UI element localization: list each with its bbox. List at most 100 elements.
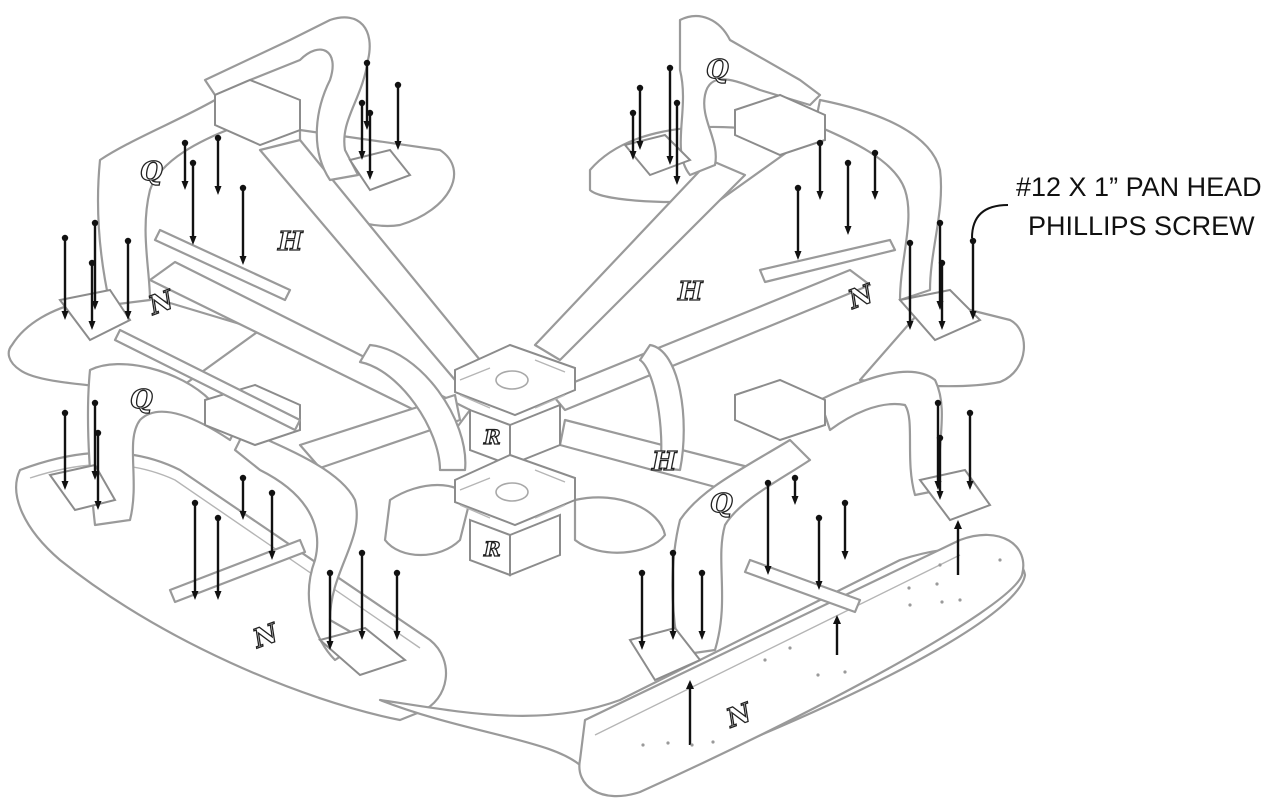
screw-tip [394, 141, 402, 150]
screw-head [181, 139, 189, 147]
screw-tip [393, 631, 401, 640]
center-hub-upper [454, 343, 576, 467]
screw-tip [791, 496, 799, 505]
screw-head [124, 237, 132, 245]
screw-tip [833, 615, 841, 624]
screw-tip [669, 631, 677, 640]
part-letter-h: H [677, 277, 704, 307]
screw-head [936, 219, 944, 227]
screw-head [239, 474, 247, 482]
screw-tip [638, 641, 646, 650]
screw-head [936, 434, 944, 442]
screw-tip [816, 191, 824, 200]
screw-tip [358, 631, 366, 640]
screw-head [669, 549, 677, 557]
screw-tip [954, 520, 962, 529]
pilot-holes [641, 558, 1002, 747]
pilot-hole [940, 600, 944, 604]
screw-head [91, 219, 99, 227]
pilot-hole [908, 603, 912, 607]
screw-tip [91, 471, 99, 480]
pilot-hole [935, 582, 939, 586]
part-letter-q: Q [706, 55, 729, 85]
part-letter-r: R [483, 537, 501, 561]
screw-head [636, 84, 644, 92]
screw-tip [698, 631, 706, 640]
screw-tip [686, 680, 694, 689]
screw-tip [61, 481, 69, 490]
brace-h-bottom [383, 483, 667, 557]
pilot-hole [711, 740, 715, 744]
pilot-hole [907, 586, 911, 590]
pilot-hole [641, 743, 645, 747]
screw-tip [629, 151, 637, 160]
screw-head [966, 409, 974, 417]
screw-tip [844, 226, 852, 235]
screw-tip [61, 311, 69, 320]
screw-head [358, 549, 366, 557]
callout-leader-line [971, 204, 1009, 239]
screw-tip [358, 151, 366, 160]
pilot-hole [763, 658, 767, 662]
pilot-hole [998, 558, 1002, 562]
screw-tip [764, 566, 772, 575]
screw-tip [794, 251, 802, 260]
pilot-hole [938, 563, 942, 567]
screw-tip [906, 321, 914, 330]
callout-label-line1: #12 X 1” PAN HEAD [1016, 172, 1261, 202]
screw-head [239, 184, 247, 192]
screw-tip [841, 551, 849, 560]
screw-head [764, 479, 772, 487]
part-letter-q: Q [710, 489, 733, 519]
screw-head [189, 159, 197, 167]
screw-tip [936, 491, 944, 500]
screw-head [358, 99, 366, 107]
leg-frame-top-left [58, 16, 412, 342]
screw-head [841, 499, 849, 507]
screw-head [88, 259, 96, 267]
screw-tip [366, 171, 374, 180]
screw-head [791, 474, 799, 482]
screw-tip [966, 481, 974, 490]
pilot-hole [958, 598, 962, 602]
screw-tip [815, 581, 823, 590]
brace-h-lower-left [298, 343, 467, 472]
screw-head [906, 239, 914, 247]
screw-head [363, 59, 371, 67]
screw-tip [239, 511, 247, 520]
pilot-hole [788, 646, 792, 650]
screw-head [871, 149, 879, 157]
pilot-hole [666, 741, 670, 745]
pilot-hole [843, 670, 847, 674]
brace-h-lower-right [558, 343, 762, 497]
screw-tip [124, 311, 132, 320]
part-letter-h: H [277, 227, 304, 257]
screw-tip [214, 591, 222, 600]
screw-head [326, 569, 334, 577]
pilot-hole [690, 743, 694, 747]
screw-head [61, 234, 69, 242]
screw-head [394, 81, 402, 89]
part-letter-q: Q [140, 157, 163, 187]
screw-tip [666, 156, 674, 165]
screw-tip [91, 301, 99, 310]
screw-tip [871, 191, 879, 200]
screw-head [94, 429, 102, 437]
screw-head [934, 399, 942, 407]
screw-tip [938, 321, 946, 330]
screw-head [666, 64, 674, 72]
screw-head [638, 569, 646, 577]
part-letter-q: Q [130, 385, 153, 415]
screw-tip [181, 181, 189, 190]
screws [61, 59, 977, 745]
screw-callout: #12 X 1” PAN HEAD PHILLIPS SCREW [971, 172, 1261, 241]
screw-head [366, 109, 374, 117]
screw-head [91, 399, 99, 407]
screw-head [816, 139, 824, 147]
screw-head [393, 569, 401, 577]
screw-head [214, 134, 222, 142]
part-letter-r: R [483, 425, 501, 449]
screw-head [969, 237, 977, 245]
